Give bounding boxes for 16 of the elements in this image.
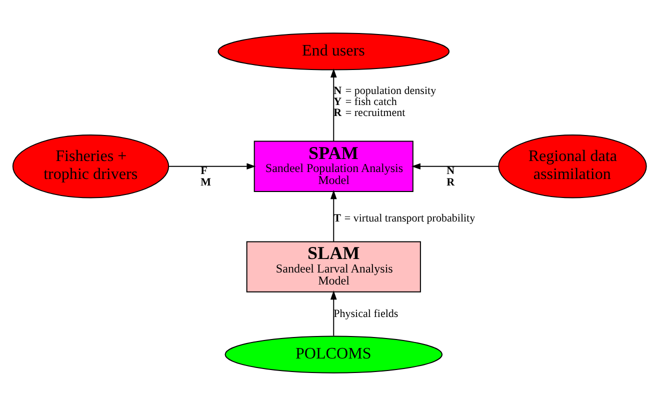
edge-label: N R: [446, 165, 455, 188]
arrow: [330, 290, 337, 336]
node-ellipse: Regional data assimilation: [498, 134, 647, 198]
node-ellipse: Fisheries + trophic drivers: [12, 134, 170, 198]
edge-label: F M: [200, 165, 211, 188]
arrow: [330, 68, 337, 142]
arrow: [169, 163, 256, 170]
edge-label: T = virtual transport probability: [334, 212, 476, 224]
arrow: [330, 190, 337, 242]
edge-label: N = population density Y = fish catch R = recruitment: [334, 84, 436, 119]
node-ellipse: POLCOMS: [224, 336, 443, 374]
node-box: SPAM Sandeel Population Analysis Model: [254, 140, 414, 192]
node-box: SLAM Sandeel Larval Analysis Model: [246, 241, 421, 292]
node-ellipse: End users: [218, 32, 450, 70]
arrow: [411, 163, 499, 170]
edge-label: Physical fields: [334, 308, 398, 320]
